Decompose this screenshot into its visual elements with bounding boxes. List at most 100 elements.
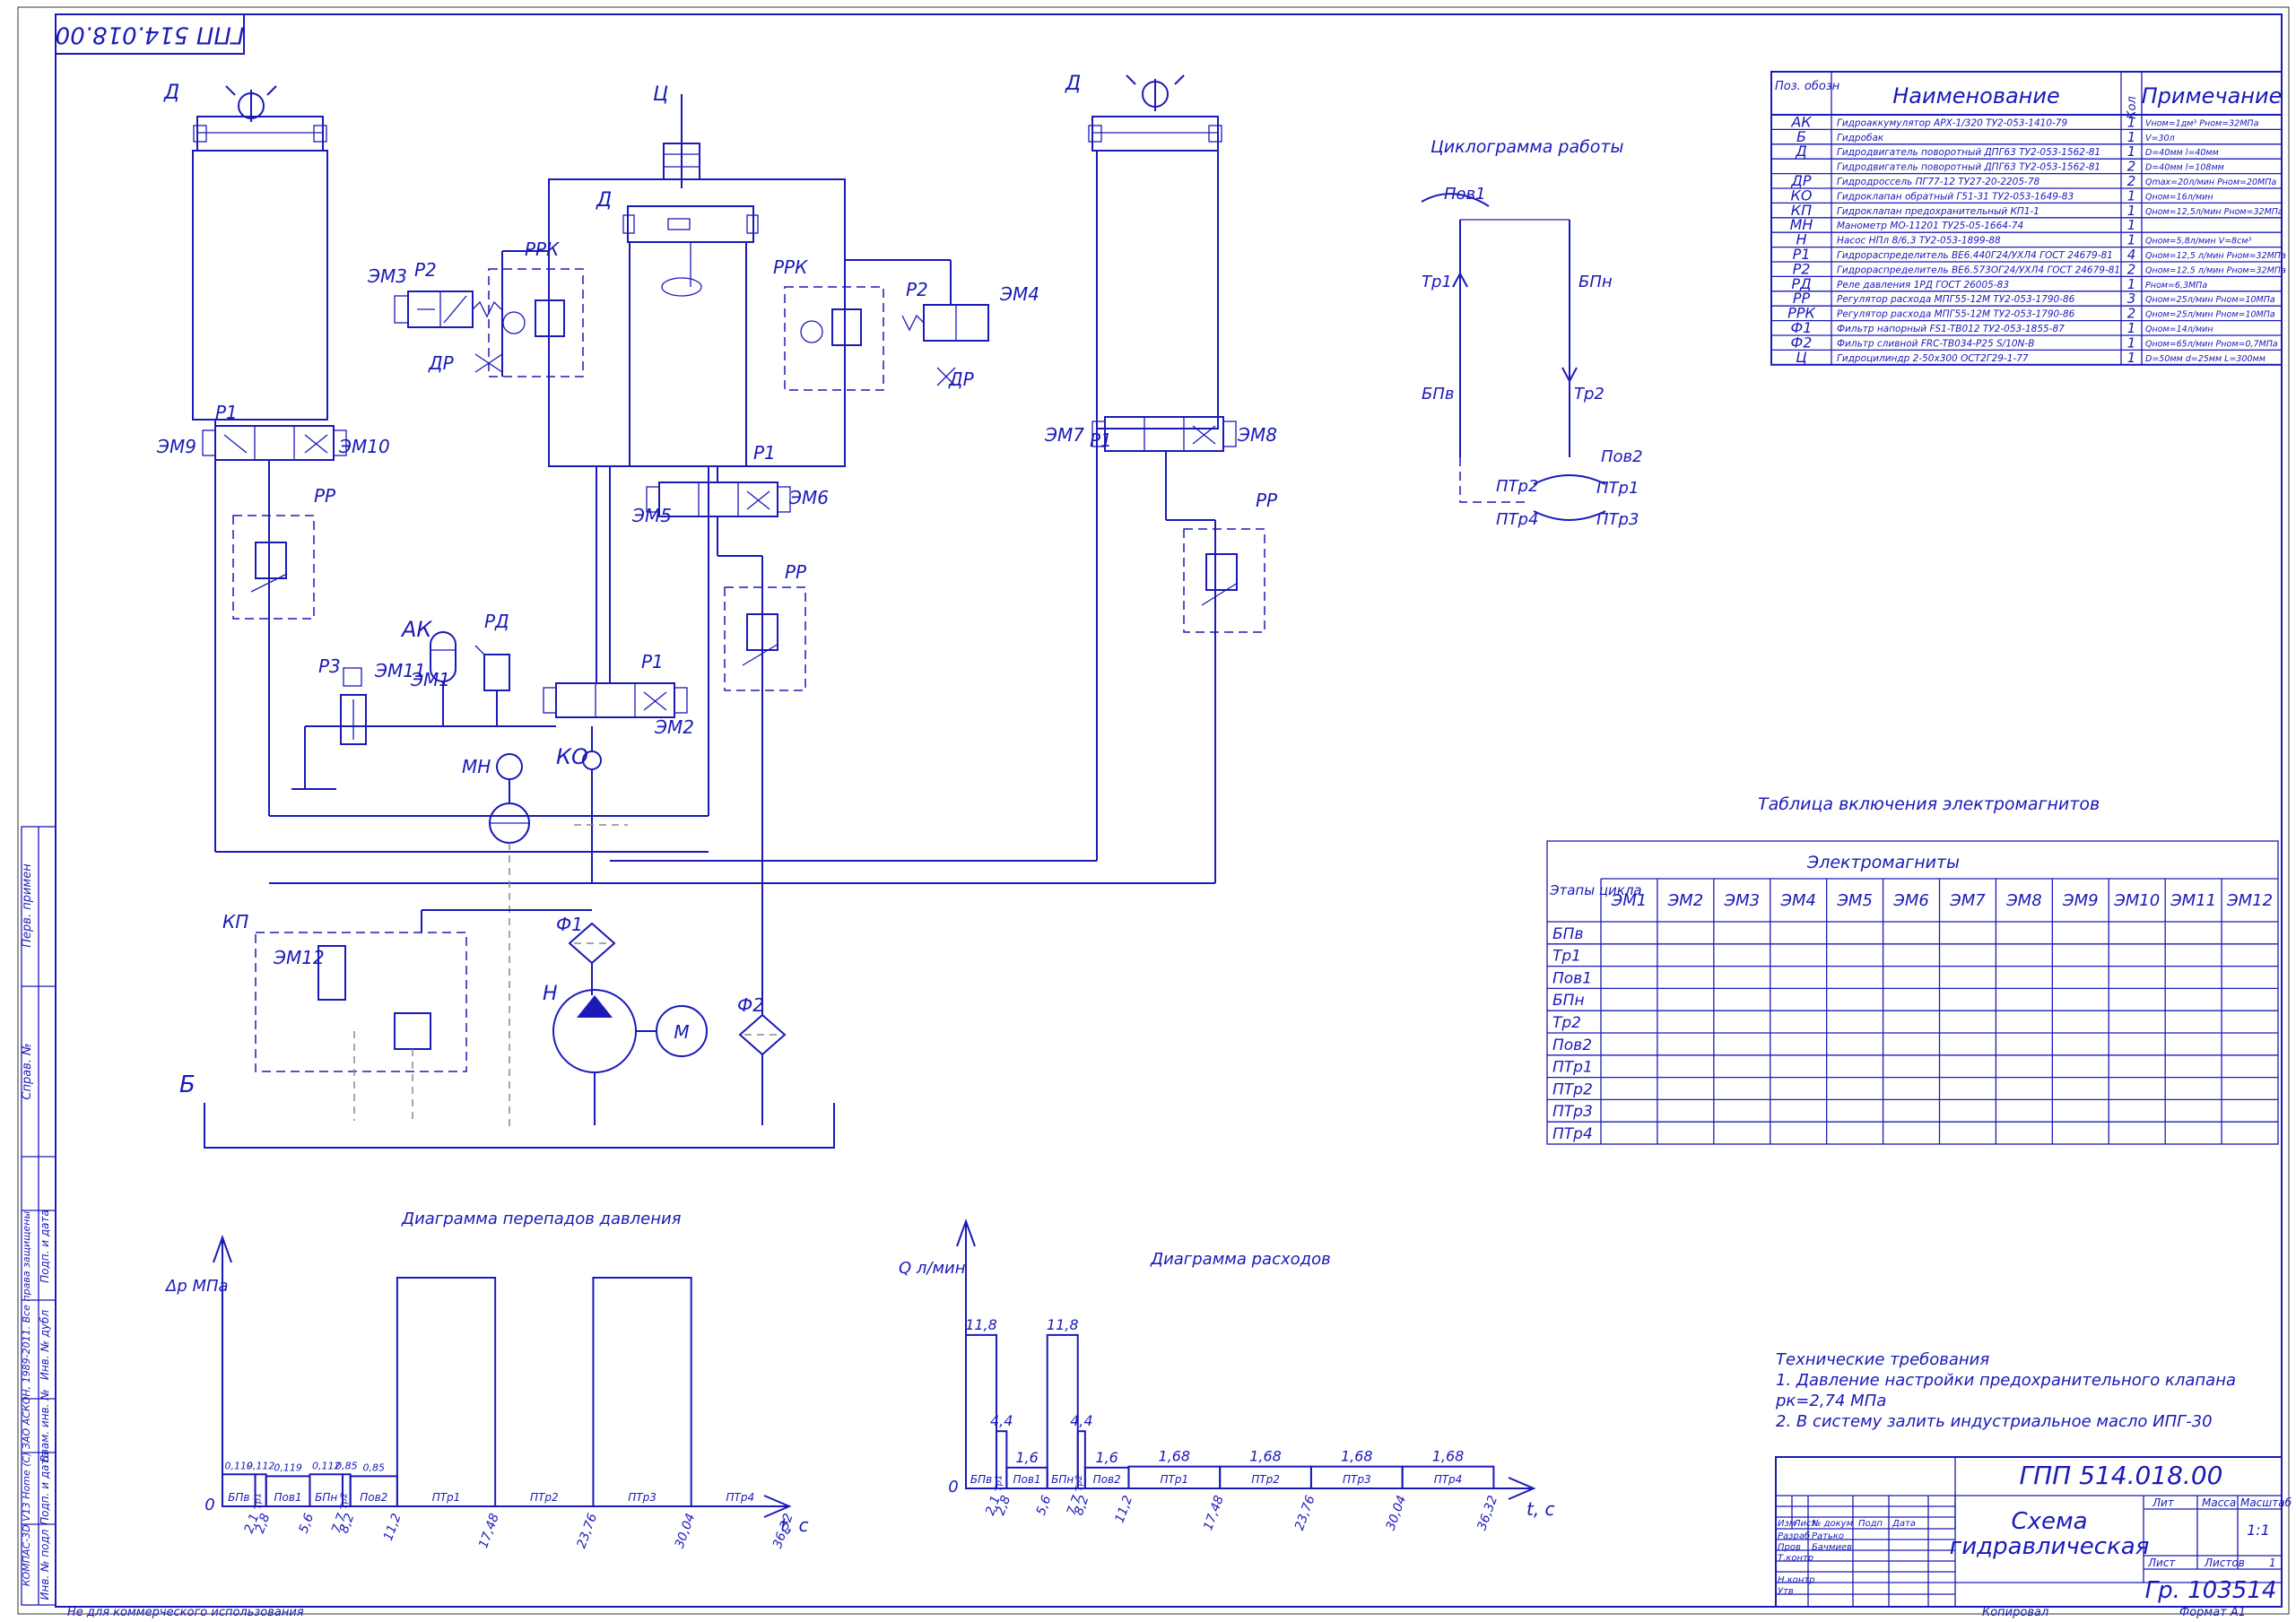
stamp-name: Бачмиев — [1812, 1542, 1852, 1552]
value-label: 1,68 — [1249, 1448, 1282, 1465]
parts-cell-poz: ДР — [1790, 172, 1812, 189]
label-m: М — [674, 1021, 689, 1043]
label-f1: Ф1 — [556, 914, 583, 935]
parts-cell-name: Гидрораспределитель ВЕ6.573ОГ24/УХЛ4 ГОС… — [1837, 265, 2120, 275]
parts-cell-note: Qном=12,5л/мин Рном=32МПа — [2145, 207, 2283, 217]
stage-label-ПТр4: ПТр4 — [1434, 1473, 1463, 1486]
parts-header-poz: Поз. обозн — [1775, 80, 1840, 93]
parts-cell-note: D=40мм l=108мм — [2145, 163, 2224, 173]
x-tick: 11,2 — [1113, 1494, 1136, 1525]
parts-cell-note: Vном=1дм³ Рном=32МПа — [2145, 118, 2259, 128]
parts-cell-note: Qном=5,8л/мин V=8см³ — [2145, 237, 2251, 247]
stamp-role: Н.контр — [1778, 1575, 1815, 1585]
em-magnet-4: ЭМ4 — [1779, 891, 1816, 910]
value-label: 1,6 — [1015, 1449, 1038, 1466]
drawing-frame — [55, 13, 2283, 1608]
y-axis-arrow — [956, 1219, 976, 1247]
label-rrk-right: РРК — [773, 256, 808, 278]
label-em5: ЭМ5 — [631, 505, 672, 526]
parts-header-qty: Кол — [2126, 96, 2139, 119]
label-p2-right: Р2 — [906, 279, 928, 300]
parts-cell-qty: 1 — [2127, 350, 2136, 366]
bar-Тр1 — [996, 1430, 1008, 1489]
top-code-text: ГПП 514.018.00 — [56, 22, 245, 48]
label-p1-left: Р1 — [215, 402, 238, 423]
cyc-bpv: БПв — [1422, 385, 1455, 403]
parts-cell-qty: 1 — [2127, 143, 2136, 160]
parts-cell-name: Гидродроссель ПГ77-12 ТУ27-20-2205-78 — [1837, 177, 2040, 187]
label-p2-left: Р2 — [414, 259, 437, 281]
em-stage-label: Тр1 — [1552, 948, 1581, 966]
x-tick: 11,2 — [381, 1512, 404, 1543]
side-label-podl: Инв. № подл — [39, 1529, 51, 1600]
em-magnet-6: ЭМ6 — [1892, 891, 1929, 910]
parts-cell-qty: 1 — [2127, 334, 2136, 351]
value-label: 0,112 — [247, 1460, 275, 1471]
stamp-name: Ратько — [1812, 1531, 1844, 1541]
stage-label-ПТр2: ПТр2 — [530, 1491, 559, 1504]
stage-label-Тр2: Тр2 — [339, 1493, 349, 1510]
stage-label-Пов2: Пов2 — [1093, 1473, 1121, 1486]
parts-cell-poz: АК — [1790, 113, 1812, 130]
parts-cell-poz: Р2 — [1793, 260, 1811, 277]
parts-cell-name: Фильтр сливной FRC-TB034-P25 S/10N-B — [1837, 338, 2034, 349]
parts-cell-poz: Ц — [1796, 349, 1806, 366]
cyclogram: Циклограмма работы Пов1 Тр1 БПн БПв Тр2 … — [1421, 137, 1643, 529]
parts-cell-name: Насос НПл 8/6,3 ТУ2-053-1899-88 — [1837, 236, 2001, 247]
value-label: 0,85 — [363, 1462, 386, 1473]
parts-cell-note: D=50мм d=25мм L=300мм — [2145, 354, 2266, 364]
tech-req-line2: рк=2,74 МПа — [1775, 1392, 1886, 1410]
parts-cell-note: V=30л — [2145, 134, 2175, 143]
chart1-ylabel: Δp МПа — [164, 1277, 229, 1296]
cyc-tr2: Тр2 — [1574, 385, 1605, 403]
side-label-dubl: Инв. № дубл — [39, 1310, 51, 1381]
label-em11: ЭМ11 — [374, 660, 426, 681]
stage-label-Пов1: Пов1 — [1013, 1473, 1041, 1486]
em-stage-label: БПн — [1552, 992, 1585, 1010]
parts-cell-qty: 2 — [2127, 261, 2136, 277]
valve-p3 — [291, 667, 556, 790]
label-b: Б — [179, 1071, 196, 1098]
label-pp-right: РР — [1256, 490, 1278, 511]
side-label-perv: Перв. примен — [21, 863, 34, 948]
parts-cell-poz: Р1 — [1793, 246, 1811, 263]
title-block: ГПП 514.018.00 Схема гидравлическая Лит … — [1775, 1456, 2292, 1608]
stamp-header-4: Дата — [1892, 1519, 1916, 1529]
parts-cell-poz: РД — [1791, 275, 1811, 292]
x-tick: 7,7 — [1065, 1494, 1085, 1517]
parts-cell-qty: 1 — [2127, 217, 2136, 233]
label-pp-mid: РР — [785, 561, 807, 583]
value-label: 1,68 — [1341, 1448, 1373, 1465]
stamp-sheets-value: 1 — [2269, 1557, 2276, 1569]
value-label: 1,68 — [1432, 1448, 1465, 1465]
cyclogram-title: Циклограмма работы — [1431, 137, 1624, 157]
x-axis-arrow — [763, 1495, 792, 1518]
stamp-role: Утв — [1778, 1587, 1794, 1597]
em-magnet-10: ЭМ10 — [2113, 891, 2160, 910]
label-dr-right: ДР — [948, 369, 975, 390]
parts-cell-poz: МН — [1790, 216, 1813, 233]
tech-req-title: Технические требования — [1776, 1350, 1989, 1369]
label-em3: ЭМ3 — [367, 265, 407, 287]
technical-requirements: Технические требования 1. Давление настр… — [1775, 1350, 2236, 1431]
x-axis-arrow — [1508, 1477, 1536, 1500]
stamp-scale: Масштаб — [2240, 1496, 2292, 1509]
label-h: Н — [543, 983, 558, 1005]
stamp-role: Пров — [1778, 1542, 1801, 1552]
em-magnet-8: ЭМ8 — [2005, 891, 2042, 910]
pressure-diagram: Диаграмма перепадов давления Δp МПа t, c… — [164, 1210, 809, 1550]
em-stage-label: БПв — [1552, 925, 1583, 943]
value-label: 4,4 — [990, 1412, 1013, 1429]
label-mn: МН — [462, 756, 491, 777]
left-rotary-actuator — [192, 85, 328, 421]
value-label: 11,8 — [1047, 1316, 1079, 1333]
chart2-ylabel: Q л/мин — [899, 1259, 966, 1278]
em-magnet-5: ЭМ5 — [1836, 891, 1873, 910]
parts-cell-qty: 1 — [2127, 203, 2136, 219]
stamp-scale-value: 1:1 — [2247, 1522, 2270, 1539]
parts-cell-name: Гидроклапан предохранительный КП1-1 — [1837, 206, 2039, 217]
tank-b — [204, 1103, 835, 1149]
stamp-role: Разраб — [1778, 1531, 1810, 1541]
